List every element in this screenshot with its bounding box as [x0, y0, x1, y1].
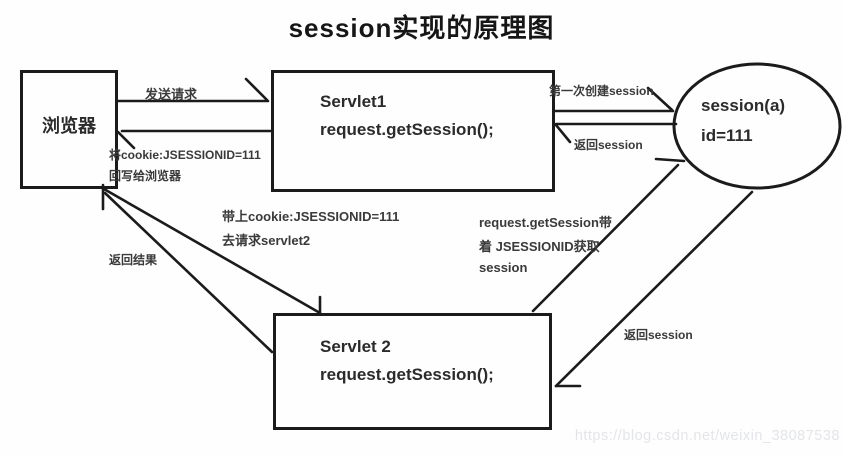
return-result-label: 返回结果	[109, 253, 158, 267]
arrow-carry-cookie	[102, 187, 322, 315]
get-session-label-line2: 着 JSESSIONID获取	[479, 239, 600, 254]
servlet2-title: Servlet 2	[320, 337, 391, 356]
arrow-get-session	[531, 163, 680, 313]
arrowhead-create-session	[646, 86, 674, 112]
return-session-bottom-label: 返回session	[624, 328, 693, 342]
arrowhead-write-cookie	[116, 130, 136, 150]
arrow-return-result	[103, 191, 274, 354]
get-session-label-line3: session	[479, 260, 528, 275]
servlet1-code: request.getSession();	[320, 120, 494, 139]
arrowhead-return-session-top	[554, 123, 572, 144]
browser-box	[20, 70, 118, 189]
session-ellipse	[672, 62, 842, 190]
send-request-label: 发送请求	[145, 87, 198, 102]
return-session-top-label: 返回session	[574, 138, 643, 152]
arrowhead-send-request	[244, 77, 269, 102]
browser-label: 浏览器	[42, 116, 96, 136]
arrowhead-get-session	[654, 157, 686, 163]
servlet1-box	[271, 70, 555, 192]
write-cookie-label-line1: 将cookie:JSESSIONID=111	[109, 148, 261, 162]
carry-cookie-label-line1: 带上cookie:JSESSIONID=111	[222, 209, 400, 224]
get-session-label-line1: request.getSession带	[479, 215, 612, 230]
csdn-watermark: https://blog.csdn.net/weixin_38087538	[574, 428, 840, 444]
create-session-label: 第一次创建session	[549, 84, 654, 98]
arrow-return-session-bottom	[554, 190, 754, 388]
session-id: id=111	[701, 126, 753, 145]
write-cookie-label-line2: 回写给浏览器	[109, 169, 182, 183]
session-name: session(a)	[701, 96, 786, 115]
servlet2-box	[273, 313, 552, 430]
carry-cookie-label-line2: 去请求servlet2	[222, 233, 311, 248]
servlet2-code: request.getSession();	[320, 365, 494, 384]
servlet1-title: Servlet1	[320, 92, 387, 111]
diagram-title: session实现的原理图	[288, 13, 555, 43]
